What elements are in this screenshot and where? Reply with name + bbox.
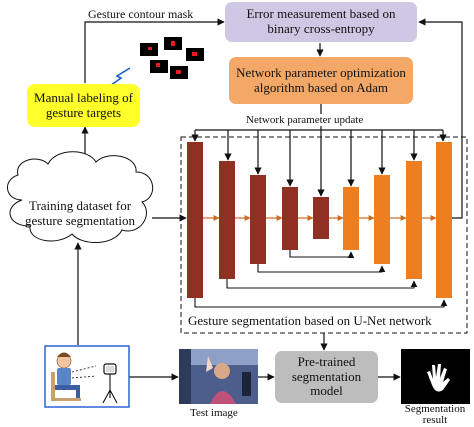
bottleneck-bar <box>313 197 329 239</box>
arrow-unet-to-error <box>418 18 463 219</box>
manual-labeling-label: Manual labeling of gesture targets <box>34 89 133 120</box>
skip-connections <box>194 250 448 308</box>
decoder-bar-3 <box>406 161 422 279</box>
encoder-bar-3 <box>250 175 266 264</box>
training-dataset-cloud <box>7 151 153 244</box>
manual-labeling-box: Manual labeling of gesture targets <box>27 84 140 127</box>
error-measurement-box: Error measurement based on binary cross-… <box>225 2 417 42</box>
segmentation-result-label: Segmentation result <box>404 403 466 426</box>
pretrained-model-label: Pre-trained segmentation model <box>291 354 362 399</box>
pretrained-model-box: Pre-trained segmentation model <box>275 351 378 403</box>
test-image-photo <box>179 349 258 404</box>
decoder-bars <box>343 142 452 298</box>
gesture-contour-mask-label: Gesture contour mask <box>88 7 194 21</box>
segmentation-result-mask <box>401 349 470 404</box>
update-arrows <box>191 130 447 187</box>
test-image-label: Test image <box>190 407 238 419</box>
arrow-mask-to-error <box>84 18 225 83</box>
network-optimization-label: Network parameter optimization algorithm… <box>236 64 406 95</box>
decoder-bar-2 <box>374 175 390 264</box>
person-with-camera-icon <box>44 345 130 408</box>
training-dataset-label: Training dataset for gesture segmentatio… <box>24 198 136 228</box>
decoder-bar-4 <box>436 142 452 298</box>
gesture-mask-thumbnails-icon <box>140 37 204 79</box>
training-dataset-label-box: Training dataset for gesture segmentatio… <box>12 196 148 232</box>
decoder-bar-1 <box>343 187 359 250</box>
unet-caption: Gesture segmentation based on U-Net netw… <box>188 313 432 329</box>
encoder-bar-1 <box>187 142 203 298</box>
encoder-bar-4 <box>282 187 298 250</box>
network-parameter-update-label: Network parameter update <box>244 114 366 127</box>
network-optimization-box: Network parameter optimization algorithm… <box>229 57 413 104</box>
encoder-bars <box>187 142 329 298</box>
encoder-bar-2 <box>219 161 235 279</box>
segmentation-result-label-box: Segmentation result <box>398 404 472 426</box>
lightning-signal-icon <box>109 67 131 87</box>
error-measurement-label: Error measurement based on binary cross-… <box>246 6 396 36</box>
